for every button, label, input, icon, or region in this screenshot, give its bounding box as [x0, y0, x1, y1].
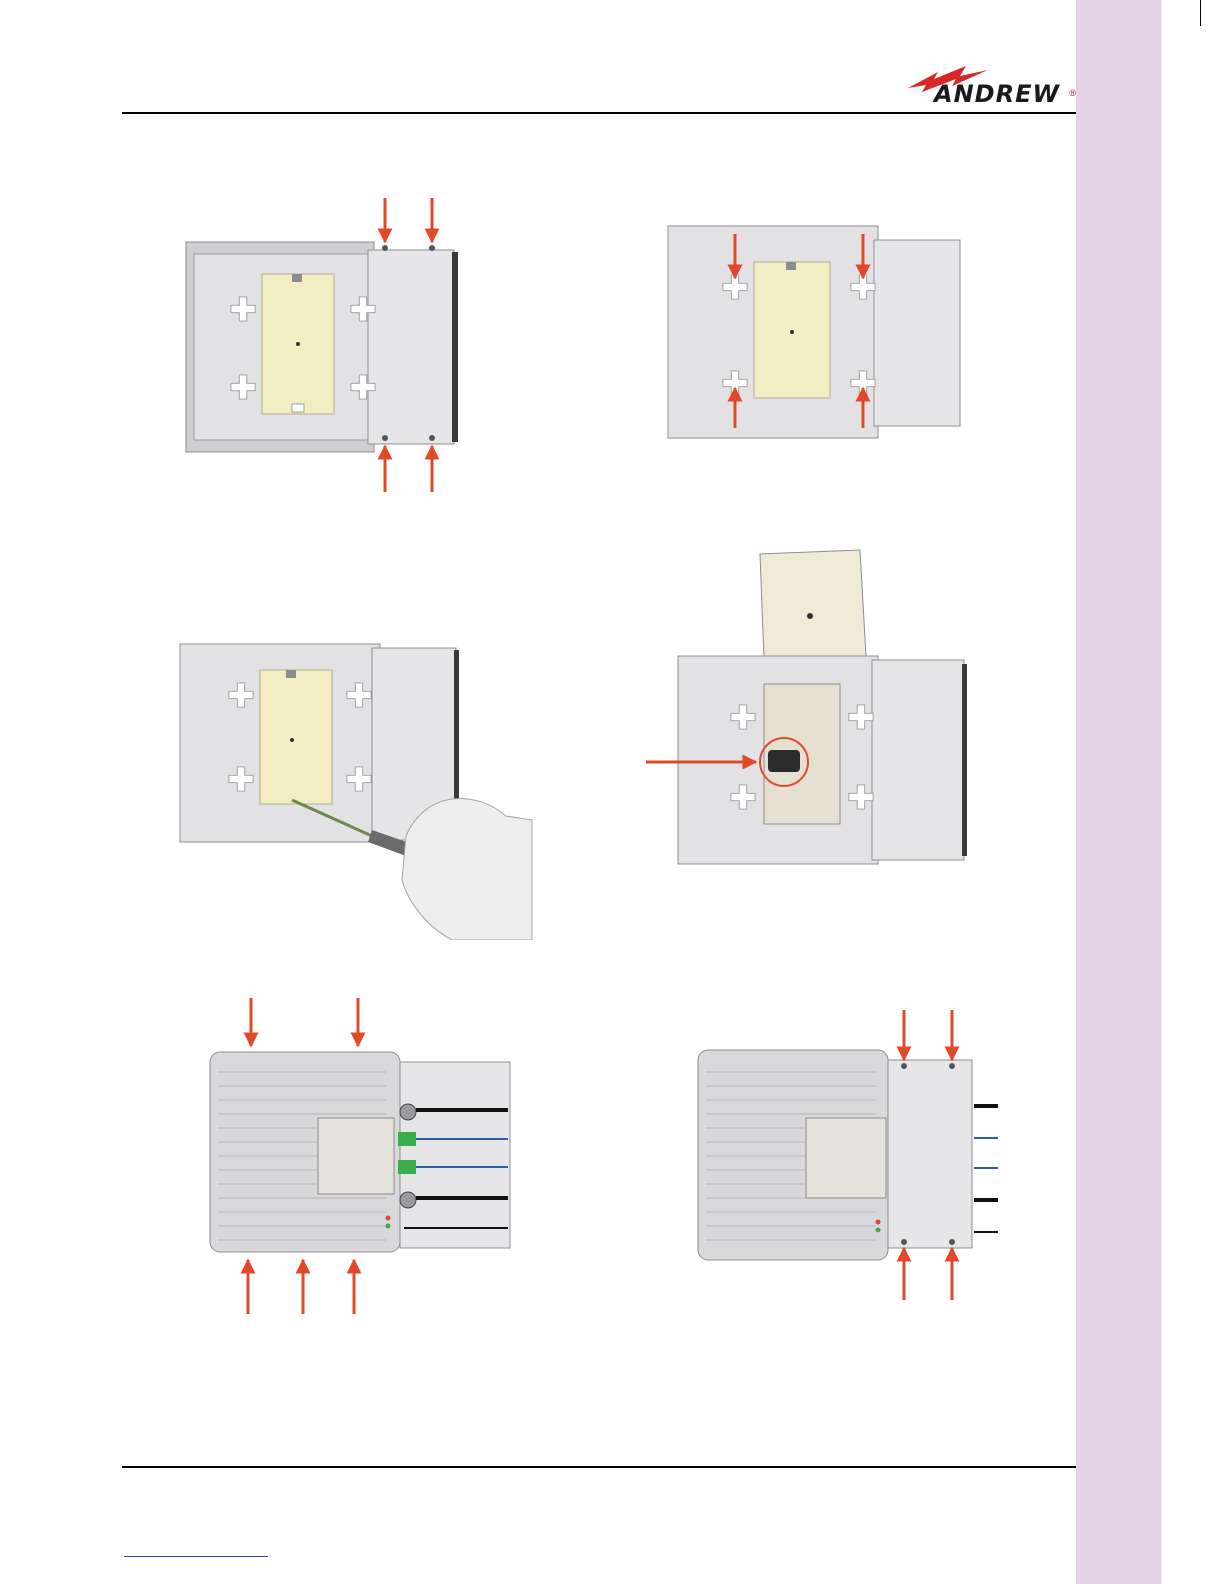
crop-mark — [1200, 0, 1201, 26]
figure-opening-tray-screwdriver — [176, 640, 536, 940]
side-tab-strip — [1076, 0, 1161, 1584]
hand-icon — [402, 798, 532, 940]
figure-open-splice-tray — [644, 544, 984, 874]
figure-bracket-keyhole-positions — [664, 220, 974, 450]
andrew-logo: ANDREW ® — [906, 66, 1076, 110]
figure-bracket-screw-positions — [164, 196, 474, 496]
footer-rule — [122, 1466, 1076, 1468]
registered-mark: ® — [1069, 88, 1076, 98]
header-rule — [122, 112, 1076, 114]
footer-link-underline[interactable] — [124, 1556, 268, 1557]
page-edge-line — [1161, 0, 1162, 1584]
logo-text: ANDREW — [934, 80, 1060, 108]
figure-unit-cover-closed — [676, 1008, 1006, 1304]
figure-unit-with-cables — [190, 996, 520, 1316]
